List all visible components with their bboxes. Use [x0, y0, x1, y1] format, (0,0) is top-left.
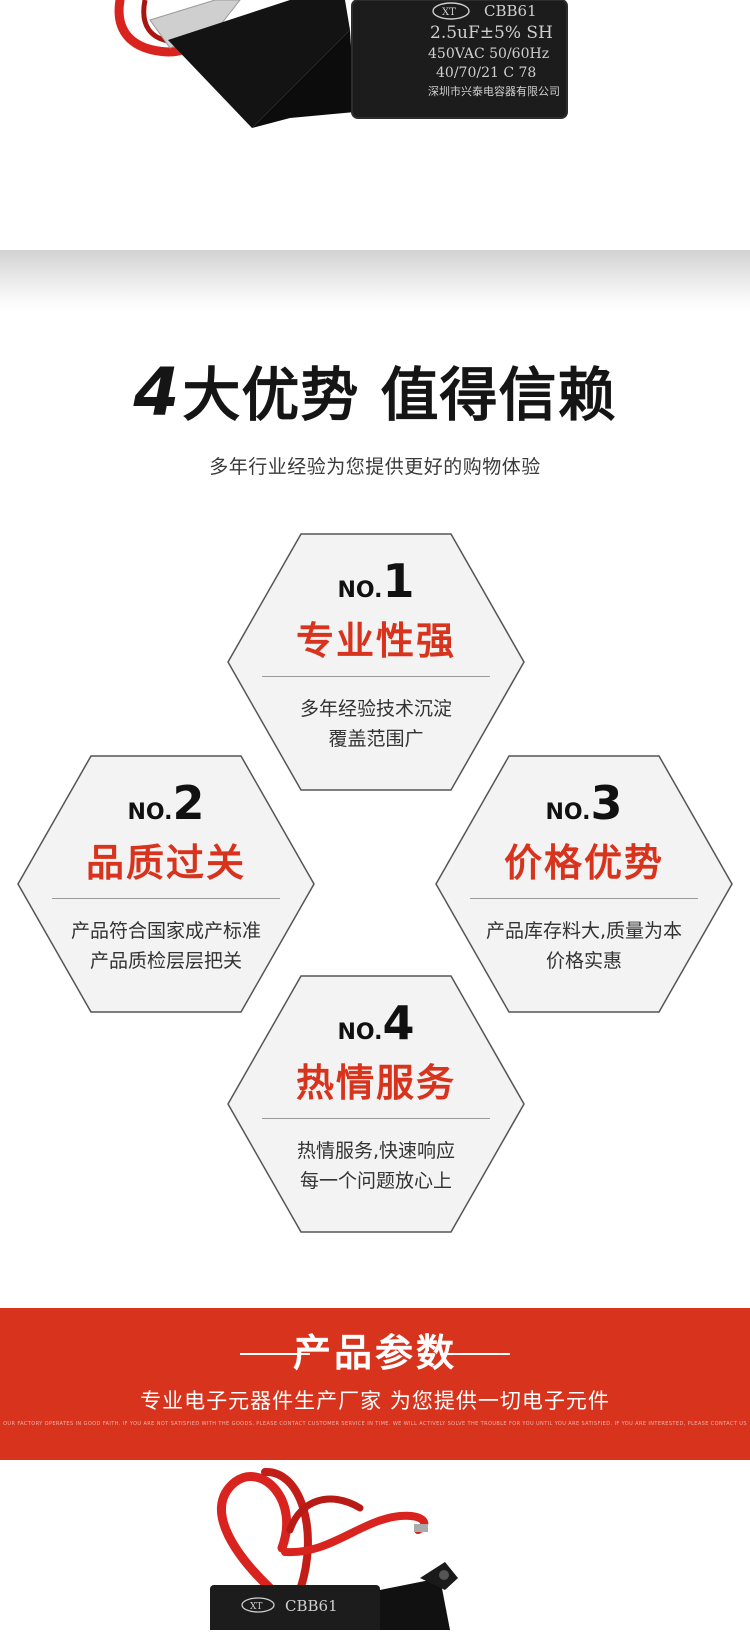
capacitor-model-text: CBB61 — [484, 2, 537, 20]
description-line: 产品质检层层把关 — [89, 950, 242, 972]
page-headline: 4大优势 值得信赖 — [0, 358, 750, 430]
capacitor-class-text: 40/70/21 C 78 — [436, 65, 536, 81]
description-line: 产品库存料大,质量为本 — [485, 920, 683, 942]
banner-subtitle: 专业电子元器件生产厂家 为您提供一切电子元件 — [140, 1389, 610, 1413]
divider — [262, 1118, 490, 1119]
advantage-number: NO.4 — [337, 996, 415, 1050]
hexagon-shape — [17, 755, 315, 1013]
divider — [470, 898, 698, 899]
capacitor-voltage-text: 450VAC 50/60Hz — [428, 46, 549, 62]
divider — [262, 676, 490, 677]
advantage-number: NO.3 — [545, 776, 623, 830]
advantage-description: 多年经验技术沉淀 覆盖范围广 — [226, 694, 526, 754]
divider — [52, 898, 280, 899]
title-dash-left — [240, 1353, 310, 1355]
advantage-title: 热情服务 — [295, 1061, 456, 1105]
hexagon-shape — [227, 975, 525, 1233]
advantage-card-4: NO.4 热情服务 热情服务,快速响应 每一个问题放心上 — [226, 974, 526, 1234]
capacitor-image: XT CBB61 2.5uF±5% SH 450VAC 50/60Hz 40/7… — [114, 0, 568, 128]
advantage-card-3: NO.3 价格优势 产品库存料大,质量为本 价格实惠 — [434, 754, 734, 1014]
top-product-photo: XT CBB61 2.5uF±5% SH 450VAC 50/60Hz 40/7… — [0, 0, 750, 250]
advantage-number: NO.2 — [127, 776, 205, 830]
advantage-title: 品质过关 — [85, 841, 246, 885]
capacitor-capacitance-text: 2.5uF±5% SH — [430, 23, 553, 43]
description-line: 价格实惠 — [545, 950, 622, 972]
capacitor-brand-mark: XT — [442, 7, 456, 18]
description-line: 覆盖范围广 — [328, 728, 424, 750]
advantage-description: 产品库存料大,质量为本 价格实惠 — [434, 916, 734, 976]
advantage-number: NO.1 — [337, 554, 415, 608]
headline-text: 大优势 值得信赖 — [182, 361, 617, 429]
advantage-card-2: NO.2 品质过关 产品符合国家成产标准 产品质检层层把关 — [16, 754, 316, 1014]
capacitor-image: XT CBB61 — [210, 1468, 458, 1634]
hexagon-shape — [227, 533, 525, 791]
advantage-description: 产品符合国家成产标准 产品质检层层把关 — [16, 916, 316, 976]
hexagon-shape — [435, 755, 733, 1013]
bottom-product-photo: XT CBB61 — [0, 1460, 750, 1634]
description-line: 产品符合国家成产标准 — [70, 920, 261, 942]
description-line: 每一个问题放心上 — [299, 1170, 452, 1192]
banner-title: 产品参数 — [292, 1331, 457, 1375]
description-line: 热情服务,快速响应 — [296, 1140, 456, 1162]
advantage-card-1: NO.1 专业性强 多年经验技术沉淀 覆盖范围广 — [226, 532, 526, 792]
capacitor-model-text: CBB61 — [285, 1597, 338, 1615]
headline-subtitle: 多年行业经验为您提供更好的购物体验 — [209, 456, 541, 478]
capacitor-brand-mark: XT — [250, 1602, 262, 1612]
advantage-description: 热情服务,快速响应 每一个问题放心上 — [226, 1136, 526, 1196]
section-shadow — [0, 250, 750, 310]
capacitor-maker-text: 深圳市兴泰电容器有限公司 — [428, 84, 560, 98]
advantage-title: 价格优势 — [503, 841, 664, 885]
description-line: 多年经验技术沉淀 — [299, 698, 452, 720]
product-params-banner: 产品参数 专业电子元器件生产厂家 为您提供一切电子元件 OUR FACTORY … — [0, 1308, 750, 1460]
banner-fine-print: OUR FACTORY OPERATES IN GOOD FAITH. IF Y… — [3, 1421, 747, 1427]
title-dash-right — [440, 1353, 510, 1355]
headline-number: 4 — [133, 354, 181, 431]
advantage-title: 专业性强 — [295, 619, 456, 663]
